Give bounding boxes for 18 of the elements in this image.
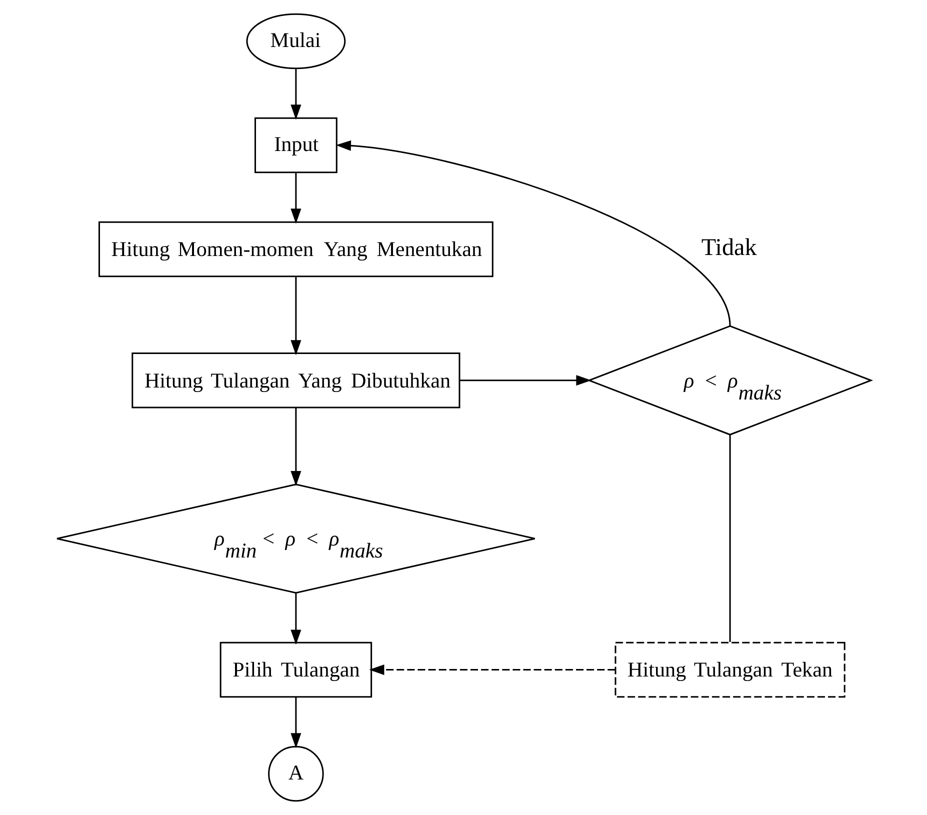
arrow <box>368 664 615 676</box>
node-box: Input <box>254 117 337 174</box>
node-box: Pilih Tulangan <box>219 642 372 698</box>
arrow <box>290 697 301 748</box>
node-box: Hitung Tulangan Tekan <box>614 642 845 698</box>
arrow <box>290 408 301 486</box>
node-box: Hitung Tulangan Yang Dibutuhkan <box>131 352 460 408</box>
arrow <box>290 276 301 356</box>
edge-label: Tidak <box>700 234 756 261</box>
arrow <box>290 68 301 120</box>
node-ellipse: Mulai <box>246 13 346 70</box>
arrow <box>290 593 301 645</box>
connector <box>728 435 730 642</box>
node-circle: A <box>268 746 324 802</box>
node-box: Hitung Momen-momen Yang Menentukan <box>98 221 493 278</box>
arrow <box>335 140 730 326</box>
arrow <box>290 172 301 224</box>
arrow <box>459 375 591 386</box>
